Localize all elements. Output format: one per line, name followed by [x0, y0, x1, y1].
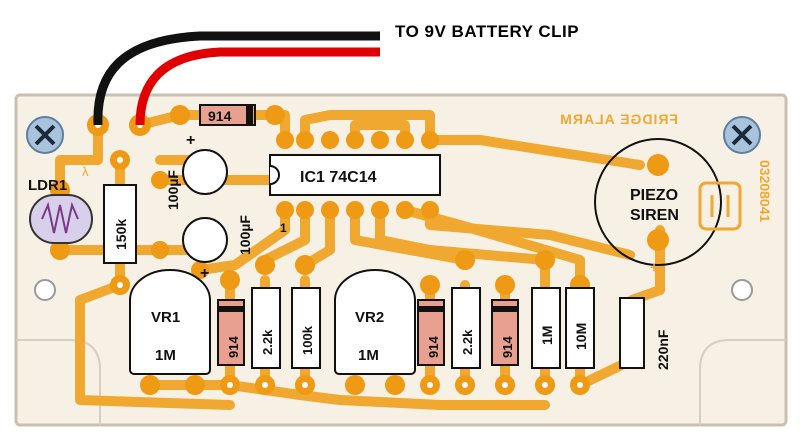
cap-220nf — [619, 297, 645, 369]
ic-74c14 — [269, 154, 441, 196]
diode-d3-label: 914 — [500, 336, 515, 358]
vr2-value: 1M — [358, 347, 379, 364]
screw-right-icon — [723, 116, 761, 154]
mount-hole-right — [731, 279, 753, 301]
trimpot-vr1 — [129, 269, 211, 375]
diode-top — [199, 104, 256, 126]
lambda-symbol: λ — [82, 164, 89, 179]
ldr-label: LDR1 — [28, 177, 67, 194]
vr2-name: VR2 — [355, 309, 384, 326]
ldr-body — [29, 194, 93, 244]
cap1-label: 100µF — [165, 170, 181, 210]
resistor-10m — [565, 287, 595, 369]
piezo-plus: + — [650, 259, 658, 275]
resistor-150k-label: 150k — [113, 219, 129, 250]
resistor-1m-label: 1M — [539, 326, 555, 345]
vr1-name: VR1 — [151, 309, 180, 326]
ic-pin1-label: 1 — [280, 221, 287, 235]
cap-100uf-top — [182, 149, 228, 195]
resistor-2k2-a — [251, 287, 281, 369]
ic-label: IC1 74C14 — [300, 169, 377, 186]
resistor-100k-label: 100k — [300, 325, 315, 355]
screw-left-icon — [26, 116, 64, 154]
diode-d2-label: 914 — [426, 336, 441, 358]
diode-d1-label: 914 — [226, 336, 241, 358]
red-wire — [135, 47, 380, 126]
trimpot-vr2 — [334, 269, 416, 375]
board-title-mirrored: FRIDGE ALARM — [559, 111, 678, 127]
battery-clip-label: TO 9V BATTERY CLIP — [395, 22, 580, 41]
cap1-plus: + — [186, 132, 195, 149]
board-code: 03208041 — [757, 160, 773, 223]
resistor-2k2-a-label: 2.2k — [260, 329, 275, 355]
board-corner-right — [699, 339, 786, 425]
silkscreen-logo-icon — [698, 181, 742, 231]
piezo-line1: PIEZO — [630, 187, 678, 204]
cap-100uf-bottom — [182, 217, 228, 263]
black-wire — [93, 31, 380, 126]
diode-top-label: 914 — [208, 108, 232, 124]
resistor-2k2-b — [451, 287, 481, 369]
piezo-siren — [594, 138, 722, 266]
cap2-label: 100µF — [237, 215, 253, 255]
resistor-2k2-b-label: 2.2k — [460, 329, 475, 355]
vr1-value: 1M — [155, 347, 176, 364]
resistor-1m — [531, 287, 561, 369]
resistor-100k — [291, 287, 321, 369]
resistor-150k — [103, 184, 137, 264]
cap2-plus: + — [200, 265, 209, 282]
cap-220nf-label: 220nF — [655, 329, 671, 370]
resistor-10m-label: 10M — [573, 323, 589, 350]
mount-hole-left — [34, 279, 56, 301]
board-corner-left — [16, 339, 101, 425]
piezo-line2: SIREN — [630, 207, 679, 224]
